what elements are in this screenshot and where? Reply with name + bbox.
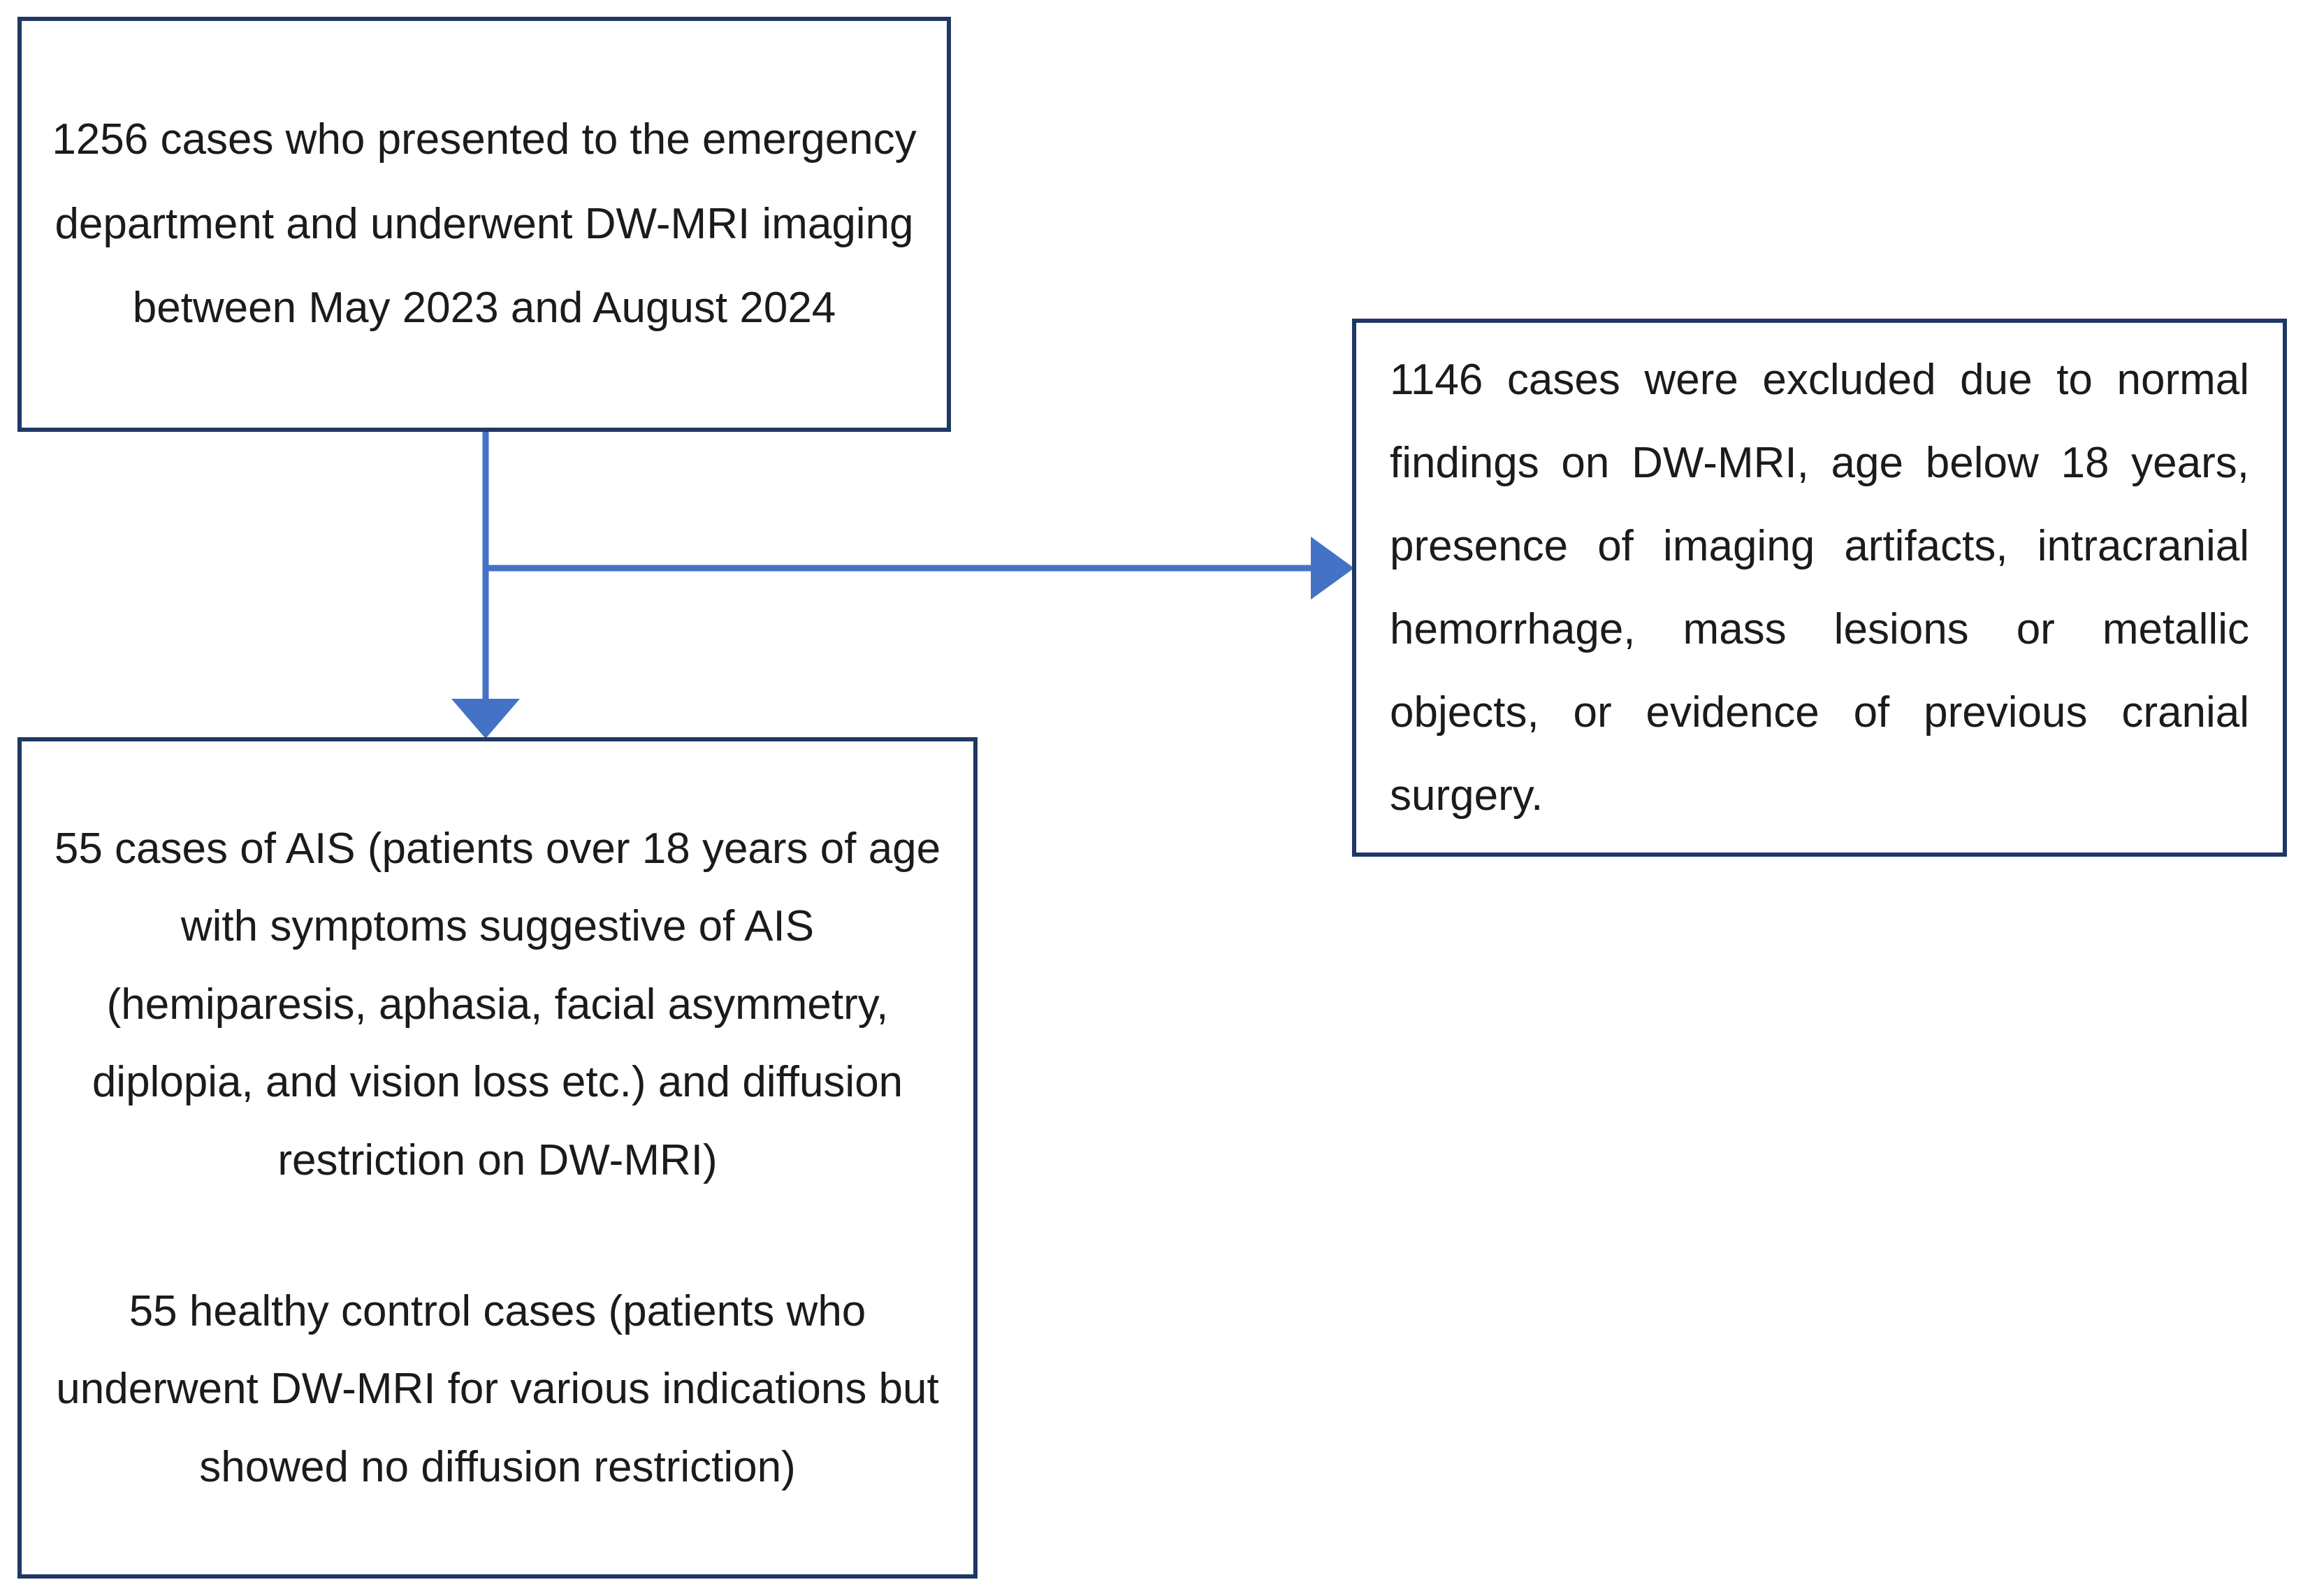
included-box-ais-text: 55 cases of AIS (patients over 18 years … <box>54 824 953 1184</box>
source-box: 1256 cases who presented to the emergenc… <box>17 17 951 432</box>
excluded-box: 1146 cases were excluded due to normal f… <box>1352 319 2287 857</box>
right-arrowhead-icon <box>1311 537 1354 600</box>
source-box-text: 1256 cases who presented to the emergenc… <box>52 115 929 333</box>
down-arrowhead-icon <box>451 699 520 739</box>
included-box: 55 cases of AIS (patients over 18 years … <box>17 737 978 1579</box>
paragraph-separator <box>48 1200 947 1272</box>
included-box-control-text: 55 healthy control cases (patients who u… <box>56 1286 951 1491</box>
excluded-box-text: 1146 cases were excluded due to normal f… <box>1390 355 2262 820</box>
